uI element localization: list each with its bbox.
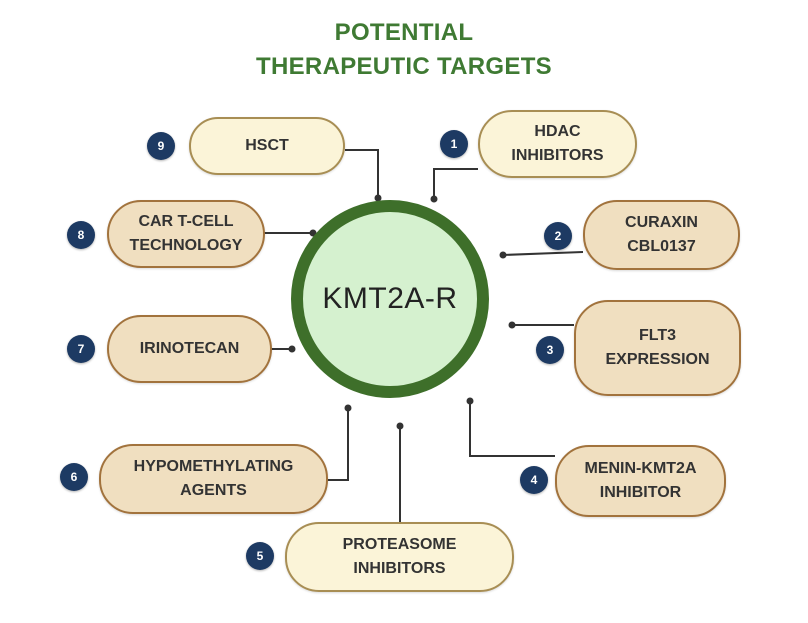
connector-9: [345, 149, 379, 198]
target-label-line: FLT3: [638, 327, 677, 344]
connector-6-dot: [344, 404, 352, 412]
target-number-badge: 7: [67, 335, 95, 363]
target-label-line: HYPOMETHYLATING: [133, 458, 294, 475]
title-line-1: POTENTIAL: [334, 19, 474, 46]
target-node-flt3-expression: FLT3 EXPRESSION: [574, 300, 741, 396]
target-node-hdac-inhibitors: HDAC INHIBITORS: [478, 110, 637, 178]
target-label-line: TECHNOLOGY: [129, 237, 243, 254]
target-node-hsct: HSCT: [189, 117, 345, 175]
target-label-line: HSCT: [245, 137, 289, 154]
connector-2: [502, 251, 584, 256]
connector-7-dot: [288, 345, 296, 353]
target-node-irinotecan: IRINOTECAN: [107, 315, 272, 383]
target-label-line: AGENTS: [180, 482, 247, 499]
target-label-line: MENIN-KMT2A: [584, 460, 697, 477]
target-label-line: PROTEASOME: [342, 536, 457, 553]
target-label-line: CBL0137: [627, 238, 696, 255]
target-label-line: HDAC: [534, 123, 581, 140]
target-number-badge: 5: [246, 542, 274, 570]
connector-3-dot: [508, 321, 516, 329]
target-label-line: CAR T-CELL: [138, 213, 234, 230]
target-label-line: IRINOTECAN: [139, 340, 240, 357]
target-number-badge: 1: [440, 130, 468, 158]
connector-9-dot: [374, 194, 382, 202]
target-label-line: INHIBITOR: [599, 484, 682, 501]
center-label: KMT2A-R: [322, 282, 458, 315]
target-number-badge: 3: [536, 336, 564, 364]
target-node-menin-kmt2a-inhibitor: MENIN-KMT2A INHIBITOR: [555, 445, 726, 517]
diagram-title: POTENTIAL THERAPEUTIC TARGETS: [0, 16, 808, 84]
target-number-badge: 6: [60, 463, 88, 491]
connector-6: [327, 409, 349, 481]
target-node-car-t-cell-technology: CAR T-CELL TECHNOLOGY: [107, 200, 265, 268]
target-label-line: INHIBITORS: [511, 147, 604, 164]
title-line-2: THERAPEUTIC TARGETS: [256, 53, 552, 80]
connector-2-dot: [499, 251, 507, 259]
connector-1-dot: [430, 195, 438, 203]
target-node-proteasome-inhibitors: PROTEASOME INHIBITORS: [285, 522, 514, 592]
target-label-line: CURAXIN: [625, 214, 698, 231]
target-label-line: EXPRESSION: [605, 351, 710, 368]
target-number-badge: 9: [147, 132, 175, 160]
center-node: KMT2A-R: [291, 200, 489, 398]
connector-4: [469, 402, 555, 457]
target-number-badge: 8: [67, 221, 95, 249]
target-node-hypomethylating-agents: HYPOMETHYLATING AGENTS: [99, 444, 328, 514]
connector-1: [433, 168, 478, 197]
connector-4-dot: [466, 397, 474, 405]
target-label-line: INHIBITORS: [353, 560, 446, 577]
target-node-curaxin-cbl0137: CURAXIN CBL0137: [583, 200, 740, 270]
connector-5-dot: [396, 422, 404, 430]
target-number-badge: 2: [544, 222, 572, 250]
target-number-badge: 4: [520, 466, 548, 494]
